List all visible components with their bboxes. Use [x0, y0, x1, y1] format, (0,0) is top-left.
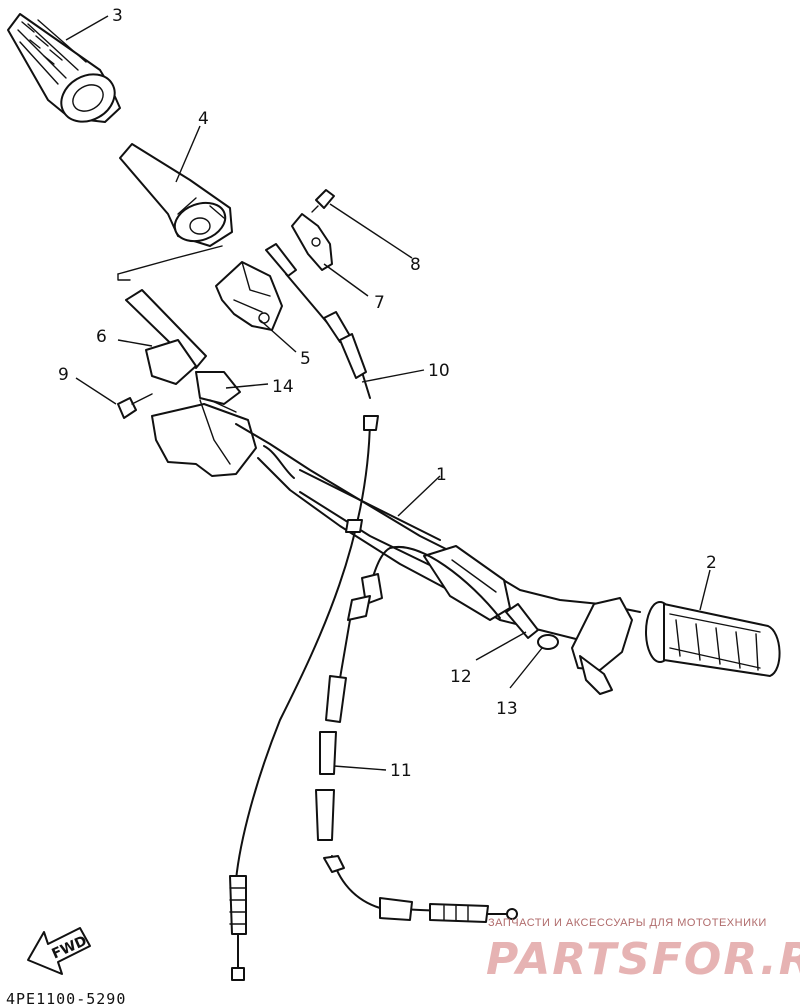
throttle-cable-lower	[229, 415, 379, 981]
watermark-tagline: ЗАПЧАСТИ И АКСЕССУАРЫ ДЛЯ МОТОТЕХНИКИ	[488, 917, 767, 929]
callout-10: 10	[428, 361, 450, 381]
throttle-grip-part-4	[119, 143, 233, 247]
grip-right-part-2	[645, 601, 781, 677]
callout-4: 4	[198, 109, 209, 129]
forward-direction-arrow: FWD	[27, 927, 91, 975]
callout-7: 7	[374, 293, 385, 313]
callout-1: 1	[436, 465, 447, 485]
cable-holder-part-7	[291, 213, 333, 271]
callout-6: 6	[96, 327, 107, 347]
watermark: ЗАПЧАСТИ И АКСЕССУАРЫ ДЛЯ МОТОТЕХНИКИ PA…	[486, 917, 800, 985]
handlebar-part-1	[235, 423, 641, 671]
clutch-cable-part-11	[315, 545, 518, 923]
callout-5: 5	[300, 349, 311, 369]
callout-12: 12	[450, 667, 472, 687]
diagram-code: 4PE1100-5290	[6, 990, 126, 1008]
callout-11: 11	[390, 761, 412, 781]
callout-3: 3	[112, 6, 123, 26]
callout-14: 14	[272, 377, 294, 397]
throttle-housing-part-5	[215, 261, 283, 331]
callout-9: 9	[58, 365, 69, 385]
callout-13: 13	[496, 699, 518, 719]
nut-part-13	[537, 634, 559, 650]
adjuster-part-12	[505, 603, 539, 639]
callout-2: 2	[706, 553, 717, 573]
switch-assembly-part-6	[125, 289, 257, 477]
watermark-logo: PARTSFOR.RU	[486, 934, 800, 985]
callout-8: 8	[410, 255, 421, 275]
throttle-cable-part-10	[265, 243, 371, 399]
screw-part-9	[117, 393, 153, 419]
screw-part-8	[311, 189, 335, 213]
leader-lines	[65, 15, 711, 771]
grip-left-part-3	[7, 13, 121, 123]
